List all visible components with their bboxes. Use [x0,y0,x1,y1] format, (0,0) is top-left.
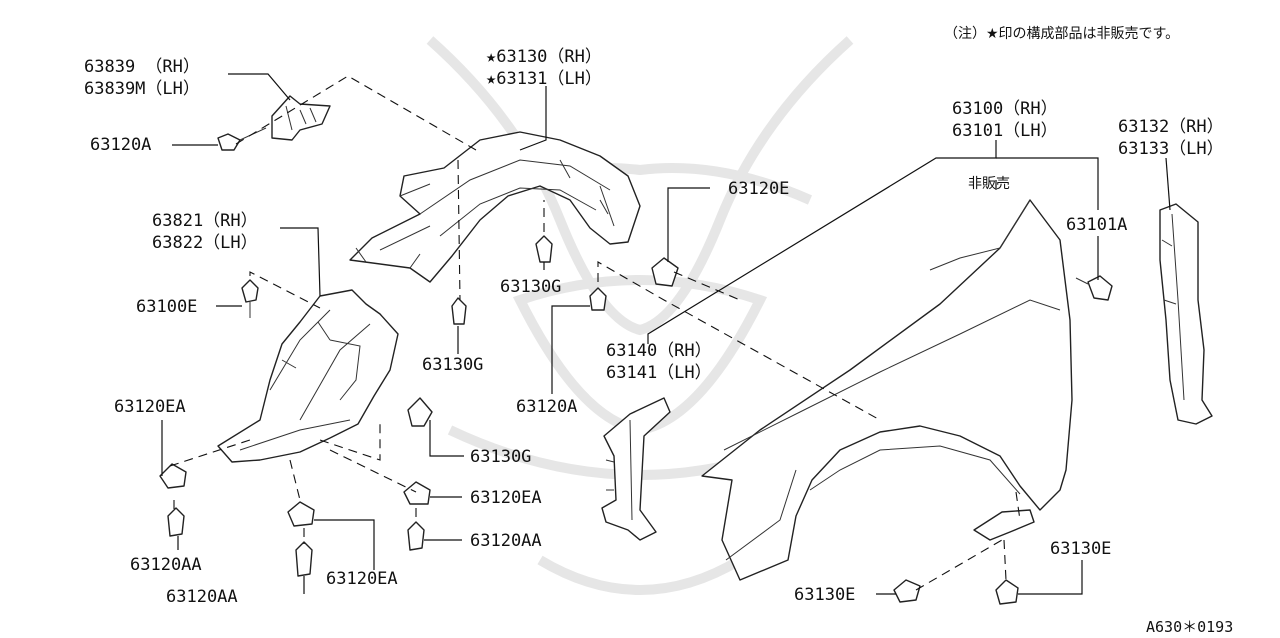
label-63130g-low: 63130G [470,447,531,467]
clip-63100e [241,279,259,318]
label-63120aa-mid: 63120AA [470,531,542,551]
clip-63130g-mid [451,297,467,325]
label-63133: 63133（LH） [1118,139,1224,159]
label-63120e: 63120E [728,179,789,199]
splash-shield-63839 [271,95,331,141]
clip-63130g-left [535,235,553,263]
label-63100: 63100（RH） [952,99,1058,119]
inner-fender-upper-63130 [349,131,641,283]
label-not-for-sale: 非販売 [968,176,1010,192]
label-63120ea-mid: 63120EA [470,488,542,508]
label-63821: 63821（RH） [152,211,258,231]
label-63130: ★63130（RH） [486,47,602,67]
label-63100e: 63100E [136,297,197,317]
label-63120a-top: 63120A [90,135,151,155]
label-63130g-left: 63130G [500,277,561,297]
label-63132: 63132（RH） [1118,117,1224,137]
not-for-sale-note: （注）★印の構成部品は非販売です。 [944,26,1179,42]
clip-63120e [651,257,679,287]
nut-63120ea-mid [403,481,431,505]
label-63822: 63822（LH） [152,233,258,253]
assembly-lines [169,75,1021,591]
label-63120ea-bottom: 63120EA [326,569,398,589]
front-fender-63100 [701,199,1073,581]
fender-bracket-63140 [601,397,671,541]
nut-63120ea-bottom [287,501,315,527]
label-63141: 63141（LH） [606,363,712,383]
bolt-63101a [1075,275,1113,301]
part-labels: 63839 （RH） 63839M（LH） 63120A ★63130（RH） … [84,47,1224,607]
leader-lines [161,73,1171,595]
label-63120a-mid: 63120A [516,397,577,417]
label-63101: 63101（LH） [952,121,1058,141]
clip-63120a-mid [589,287,607,311]
screw-63120aa-left [167,507,185,537]
clip-63130e-bottom [893,579,921,603]
diagram-code: A630＊0193 [1146,618,1233,636]
label-63120aa-bottom: 63120AA [166,587,238,607]
screw-63120aa-mid [407,521,425,551]
label-63130e-bottom: 63130E [794,585,855,605]
label-63120aa-left: 63120AA [130,555,202,575]
label-63839: 63839 （RH） [84,57,200,77]
label-63130e-right: 63130E [1050,539,1111,559]
fender-seal-63132 [1159,203,1213,425]
nut-63120ea-left [159,463,187,489]
mudguard-bracket [973,509,1035,541]
label-63130g-mid: 63130G [422,355,483,375]
clip-63120a-top [217,127,267,151]
clip-63130e-right [995,579,1019,605]
screw-63120aa-bottom [295,541,313,577]
label-63140: 63140（RH） [606,341,712,361]
label-63131: ★63131（LH） [486,69,602,89]
label-63839m: 63839M（LH） [84,79,200,99]
label-63101a: 63101A [1066,215,1127,235]
inner-fender-lower-63821 [217,289,399,463]
label-63120ea-left: 63120EA [114,397,186,417]
clip-63130g-low [407,397,433,427]
